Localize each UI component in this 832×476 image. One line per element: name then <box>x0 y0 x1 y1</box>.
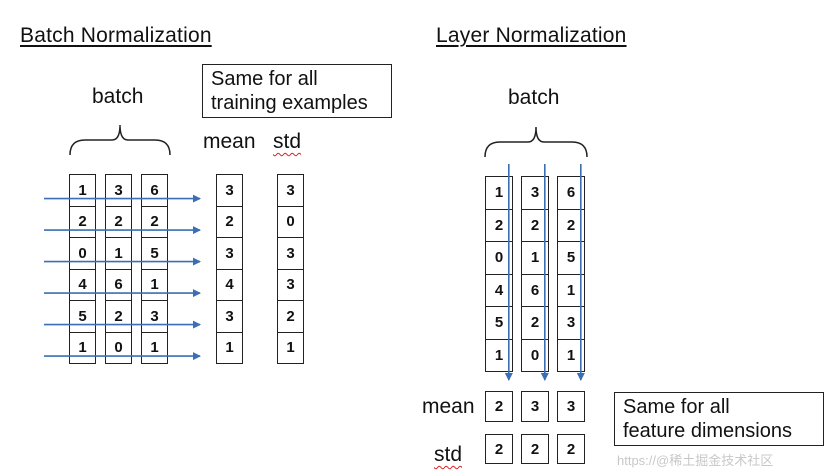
layer-norm-std-cell: 2 <box>521 434 549 464</box>
layer-norm-callout: Same for all feature dimensions <box>614 392 824 446</box>
batch-norm-cell: 0 <box>105 331 132 364</box>
layer-norm-mean-cell: 2 <box>485 391 513 422</box>
batch-norm-cell: 3 <box>141 300 168 333</box>
layer-norm-brace <box>484 126 588 158</box>
batch-norm-callout-line-2: training examples <box>211 92 368 114</box>
layer-norm-brace-label: batch <box>508 86 560 109</box>
batch-norm-cell: 3 <box>105 174 132 207</box>
batch-norm-std-cell: 3 <box>277 237 304 270</box>
batch-norm-cell: 2 <box>105 300 132 333</box>
layer-norm-mean-cell: 3 <box>521 391 549 422</box>
batch-norm-brace <box>69 124 171 156</box>
batch-norm-cell: 1 <box>141 268 168 301</box>
batch-norm-std-cell: 1 <box>277 331 304 364</box>
batch-norm-cell: 5 <box>69 300 96 333</box>
batch-norm-std-cell: 3 <box>277 174 304 207</box>
batch-norm-mean-cell: 1 <box>216 331 243 364</box>
batch-norm-std-cell: 0 <box>277 205 304 238</box>
batch-norm-cell: 1 <box>69 331 96 364</box>
layer-norm-callout-line-2: feature dimensions <box>623 420 792 442</box>
batch-norm-brace-label: batch <box>92 85 144 108</box>
layer-norm-std-label: std <box>434 443 463 466</box>
batch-norm-cell: 2 <box>69 205 96 238</box>
watermark: https://@稀土掘金技术社区 <box>617 453 774 468</box>
batch-norm-mean-cell: 3 <box>216 237 243 270</box>
batch-norm-cell: 1 <box>141 331 168 364</box>
batch-norm-cell: 2 <box>105 205 132 238</box>
batch-norm-title: Batch Normalization <box>20 24 212 47</box>
layer-norm-title: Layer Normalization <box>436 24 627 47</box>
batch-norm-std-label: std <box>273 130 302 153</box>
batch-norm-mean-label: mean <box>203 130 256 153</box>
layer-norm-std-cell: 2 <box>557 434 585 464</box>
layer-norm-callout-line-1: Same for all <box>623 396 730 418</box>
batch-norm-callout: Same for all training examples <box>202 64 392 118</box>
layer-norm-std-cell: 2 <box>485 434 513 464</box>
batch-norm-callout-line-1: Same for all <box>211 68 318 90</box>
batch-norm-mean-cell: 3 <box>216 174 243 207</box>
layer-norm-mean-cell: 3 <box>557 391 585 422</box>
batch-norm-cell: 1 <box>105 237 132 270</box>
batch-norm-cell: 6 <box>141 174 168 207</box>
batch-norm-mean-cell: 3 <box>216 300 243 333</box>
batch-norm-cell: 5 <box>141 237 168 270</box>
batch-norm-mean-cell: 4 <box>216 268 243 301</box>
batch-norm-mean-cell: 2 <box>216 205 243 238</box>
layer-norm-mean-label: mean <box>422 395 475 418</box>
batch-norm-cell: 2 <box>141 205 168 238</box>
